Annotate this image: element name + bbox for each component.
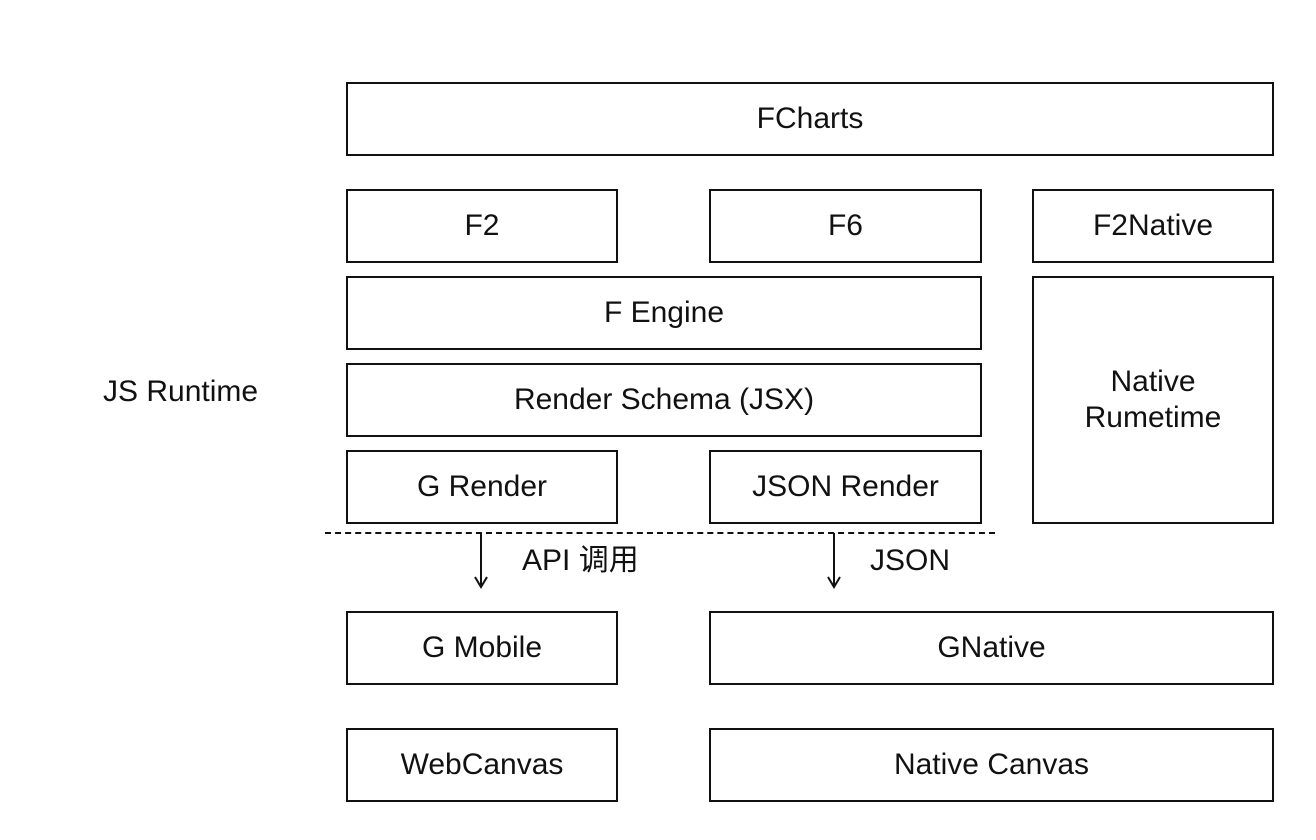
webcanvas-box: WebCanvas [346, 728, 618, 802]
api-call-label: API 调用 [522, 544, 639, 577]
fcharts-box: FCharts [346, 82, 1274, 156]
f-engine-box: F Engine [346, 276, 982, 350]
g-mobile-label: G Mobile [421, 631, 543, 664]
json-render-box: JSON Render [709, 450, 982, 524]
native-runtime-box: Native Rumetime [1032, 276, 1274, 524]
json-render-label: JSON Render [752, 470, 939, 503]
render-schema-label: Render Schema (JSX) [513, 383, 815, 416]
g-render-label: G Render [416, 470, 548, 503]
fcharts-label: FCharts [756, 102, 864, 135]
f2native-box: F2Native [1032, 189, 1274, 263]
json-arrow-icon [824, 533, 844, 593]
gnative-label: GNative [937, 631, 1046, 664]
f2native-label: F2Native [1092, 209, 1214, 242]
g-mobile-box: G Mobile [346, 611, 618, 685]
native-runtime-label: Native Rumetime [1084, 365, 1222, 434]
f6-box: F6 [709, 189, 982, 263]
native-canvas-box: Native Canvas [709, 728, 1274, 802]
f2-box: F2 [346, 189, 618, 263]
render-schema-box: Render Schema (JSX) [346, 363, 982, 437]
js-runtime-label: JS Runtime [103, 375, 259, 408]
g-render-box: G Render [346, 450, 618, 524]
native-canvas-label: Native Canvas [893, 748, 1090, 781]
f-engine-label: F Engine [603, 296, 725, 329]
f6-label: F6 [827, 209, 863, 242]
webcanvas-label: WebCanvas [400, 748, 564, 781]
f2-label: F2 [464, 209, 500, 242]
api-call-arrow-icon [471, 533, 491, 593]
json-label: JSON [870, 544, 951, 577]
runtime-boundary-dashed-line [325, 532, 995, 534]
gnative-box: GNative [709, 611, 1274, 685]
